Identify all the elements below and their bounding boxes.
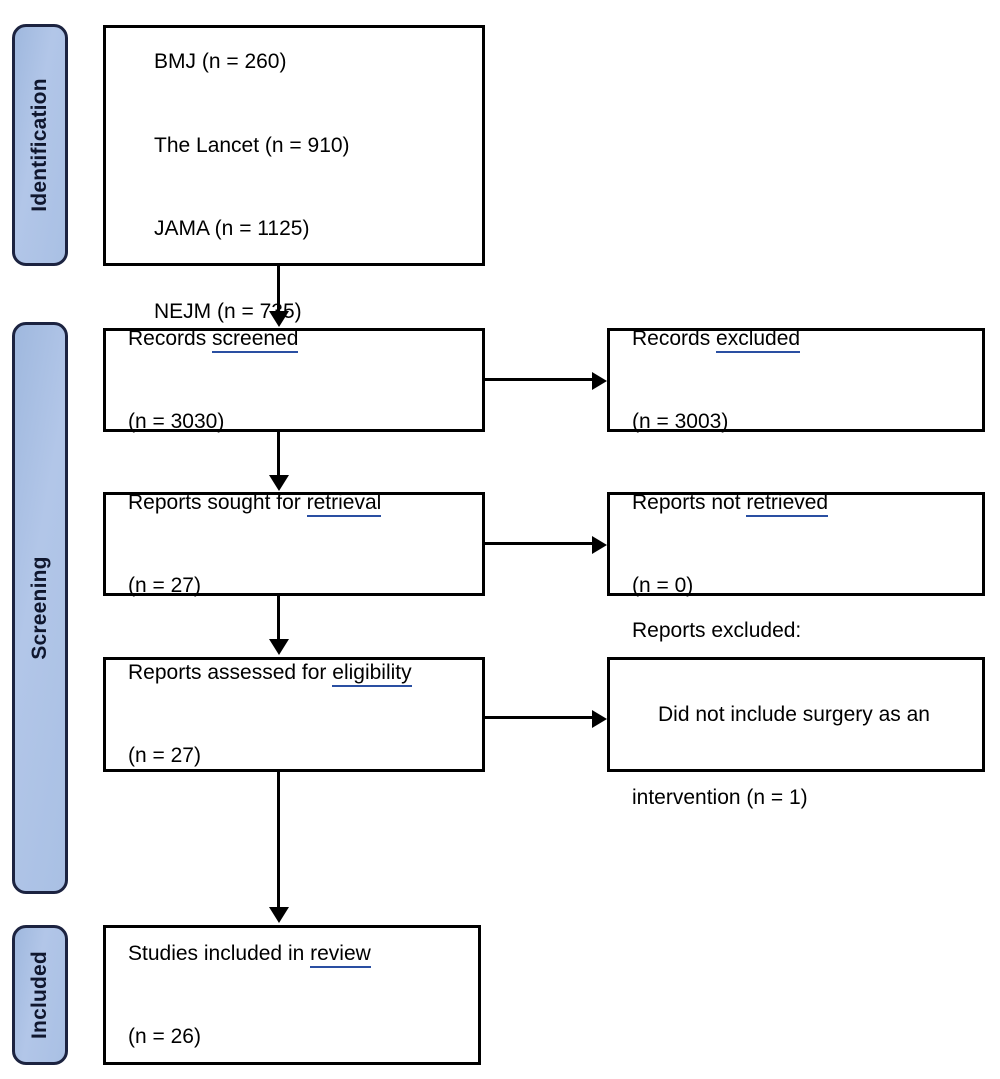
connector-sought-to-assessed-line — [277, 596, 280, 641]
studies-included-count: (n = 26) — [128, 1024, 201, 1048]
records-excluded-count: (n = 3003) — [632, 409, 729, 433]
records-screened-count: (n = 3030) — [128, 409, 225, 433]
box-reports-assessed-text: Reports assessed for eligibility (n = 27… — [106, 604, 412, 826]
stage-pill-identification: Identification — [12, 24, 68, 266]
reports-not-retrieved-label: Reports not retrieved — [632, 489, 829, 517]
connector-assessed-to-excluded-reasons-line — [485, 716, 593, 719]
box-records-identified-text: Records identified from: BMJ (n = 260) T… — [106, 0, 350, 381]
reports-excluded-reason-line-2: intervention (n = 1) — [632, 785, 808, 809]
connector-screened-to-excluded-arrow — [592, 372, 607, 390]
stage-label-included: Included — [28, 951, 51, 1039]
reports-sought-count: (n = 27) — [128, 573, 201, 597]
box-reports-sought: Reports sought for retrieval (n = 27) — [103, 490, 485, 597]
records-screened-label: Records screened — [128, 325, 299, 353]
reports-excluded-heading: Reports excluded: — [632, 619, 802, 643]
records-excluded-label: Records excluded — [632, 325, 801, 353]
connector-screened-to-sought-arrow — [269, 475, 289, 491]
connector-assessed-to-included-line — [277, 772, 280, 909]
box-reports-not-retrieved-text: Reports not retrieved (n = 0) — [610, 433, 829, 655]
connector-identified-to-screened-line — [277, 266, 280, 313]
stage-pill-included: Included — [12, 925, 68, 1065]
stage-label-identification: Identification — [28, 78, 51, 212]
reports-excluded-reason-line-1: Did not include surgery as an — [658, 702, 930, 726]
box-studies-included-text: Studies included in review (n = 26) — [106, 884, 371, 1079]
box-records-screened: Records screened (n = 3030) — [103, 326, 485, 433]
box-reports-not-retrieved: Reports not retrieved (n = 0) — [607, 490, 985, 597]
reports-assessed-label: Reports assessed for eligibility — [128, 659, 412, 688]
box-records-excluded: Records excluded (n = 3003) — [607, 326, 985, 433]
box-records-identified: Records identified from: BMJ (n = 260) T… — [103, 25, 485, 323]
box-reports-excluded-reasons-text: Reports excluded: Did not include surger… — [610, 562, 930, 867]
box-reports-excluded-reasons: Reports excluded: Did not include surger… — [607, 619, 985, 809]
box-studies-included: Studies included in review (n = 26) — [103, 925, 481, 1065]
connector-screened-to-excluded-line — [485, 378, 593, 381]
stage-pill-screening: Screening — [12, 322, 68, 894]
box-records-excluded-text: Records excluded (n = 3003) — [610, 269, 801, 491]
reports-not-retrieved-count: (n = 0) — [632, 573, 694, 597]
box-reports-assessed: Reports assessed for eligibility (n = 27… — [103, 657, 485, 772]
connector-sought-to-assessed-arrow — [269, 639, 289, 655]
studies-included-label: Studies included in review — [128, 940, 371, 968]
records-identified-source-jama: JAMA (n = 1125) — [154, 216, 310, 240]
records-identified-source-lancet: The Lancet (n = 910) — [154, 133, 350, 157]
connector-sought-to-not-retrieved-arrow — [592, 536, 607, 554]
stage-label-screening: Screening — [28, 556, 51, 660]
connector-assessed-to-included-arrow — [269, 907, 289, 923]
connector-identified-to-screened-arrow — [269, 311, 289, 327]
connector-screened-to-sought-line — [277, 432, 280, 477]
connector-sought-to-not-retrieved-line — [485, 542, 593, 545]
connector-assessed-to-excluded-reasons-arrow — [592, 710, 607, 728]
reports-assessed-count: (n = 27) — [128, 744, 201, 768]
records-identified-source-bmj: BMJ (n = 260) — [154, 50, 287, 74]
box-records-screened-text: Records screened (n = 3030) — [106, 269, 299, 491]
reports-sought-label: Reports sought for retrieval — [128, 489, 382, 517]
box-reports-sought-text: Reports sought for retrieval (n = 27) — [106, 433, 382, 655]
